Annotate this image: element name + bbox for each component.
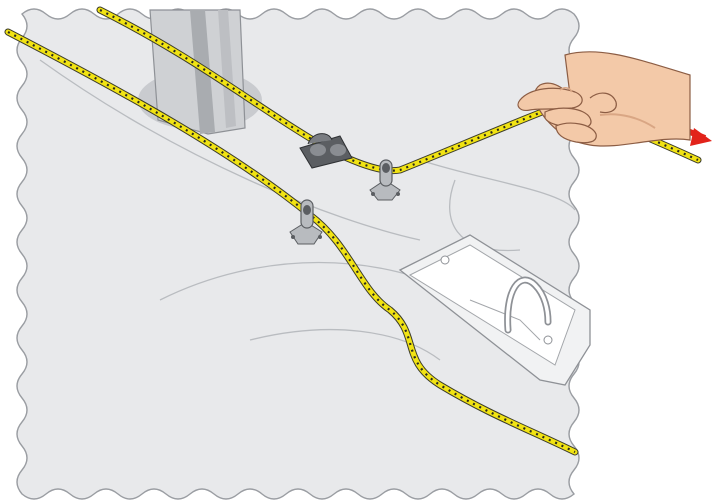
rigging-diagram (0, 0, 712, 504)
